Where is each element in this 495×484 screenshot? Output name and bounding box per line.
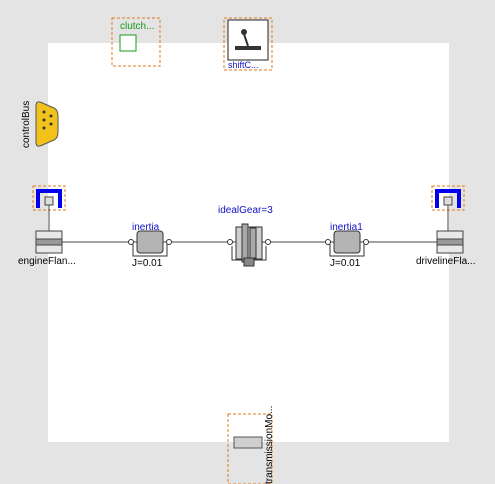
ideal-gear-label: idealGear=3 bbox=[218, 205, 273, 216]
ideal-gear-icon bbox=[227, 223, 271, 267]
inertia-parameter: J=0.01 bbox=[132, 258, 163, 269]
inertia-component[interactable] bbox=[128, 230, 172, 257]
inertia1-component[interactable] bbox=[325, 230, 369, 257]
inertia1-parameter: J=0.01 bbox=[330, 258, 361, 269]
inertia-icon bbox=[128, 230, 172, 257]
flange-icon bbox=[435, 189, 461, 208]
inertia1-label: inertia1 bbox=[330, 222, 363, 233]
green-square-icon bbox=[119, 34, 137, 52]
driveline-flange[interactable] bbox=[431, 185, 465, 254]
shift-label: shiftC... bbox=[228, 60, 259, 70]
clutch-input-connector[interactable] bbox=[111, 17, 161, 67]
control-bus-connector[interactable] bbox=[35, 101, 59, 147]
clutch-label: clutch... bbox=[120, 21, 155, 32]
engine-flange-label: engineFlan... bbox=[18, 256, 76, 267]
driveline-flange-label: drivelineFla... bbox=[416, 256, 476, 267]
transmission-mode-icon bbox=[233, 436, 263, 449]
inertia-icon bbox=[325, 230, 369, 257]
gear-lever-icon bbox=[235, 29, 261, 50]
flange-icon bbox=[36, 189, 62, 208]
shift-command-input[interactable] bbox=[223, 17, 273, 71]
transmission-mode-output[interactable] bbox=[227, 413, 273, 484]
inertia-label: inertia bbox=[132, 222, 160, 233]
control-bus-label: controlBus bbox=[21, 100, 32, 148]
bus-connector-icon bbox=[35, 101, 59, 147]
ideal-gear-component[interactable] bbox=[227, 223, 271, 267]
engine-flange[interactable] bbox=[32, 185, 66, 254]
transmission-mode-label: transmissionMo... bbox=[264, 405, 275, 484]
